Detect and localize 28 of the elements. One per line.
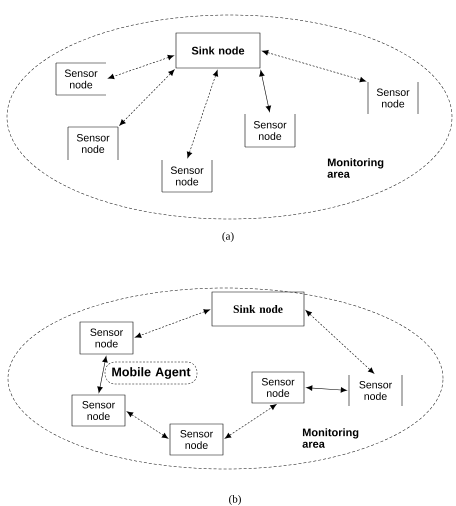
node-box: Sensor node bbox=[244, 114, 296, 148]
node-box: Sensor node bbox=[170, 424, 224, 456]
node-box: Sensor node bbox=[162, 160, 212, 192]
node-box: Sensor node bbox=[68, 126, 118, 160]
subfigure-label: (b) bbox=[229, 495, 241, 505]
node-box: Sensor node bbox=[348, 374, 402, 406]
node-box: Sensor node bbox=[72, 394, 126, 426]
node-box: Sink node bbox=[212, 292, 304, 326]
double-arrow bbox=[97, 356, 108, 393]
area-label: Monitoring area bbox=[302, 428, 358, 448]
double-arrow bbox=[262, 50, 366, 82]
double-arrow bbox=[119, 70, 175, 126]
double-arrow bbox=[306, 310, 374, 374]
double-arrow bbox=[134, 309, 210, 338]
area-label: Monitoring area bbox=[328, 158, 384, 178]
double-arrow bbox=[259, 70, 272, 112]
double-arrow bbox=[126, 411, 168, 439]
double-arrow bbox=[108, 54, 174, 80]
double-arrow bbox=[224, 404, 277, 439]
node-box: Sensor node bbox=[80, 322, 134, 354]
node-box: Sensor node bbox=[56, 62, 106, 96]
node-box: Sink node bbox=[176, 32, 260, 68]
double-arrow bbox=[306, 385, 348, 393]
node-box: Sensor node bbox=[368, 82, 418, 114]
rounded-box: Mobile Agent bbox=[104, 362, 198, 384]
node-box: Sensor node bbox=[252, 372, 304, 404]
double-arrow bbox=[186, 70, 218, 158]
subfigure-label: (a) bbox=[222, 232, 234, 242]
